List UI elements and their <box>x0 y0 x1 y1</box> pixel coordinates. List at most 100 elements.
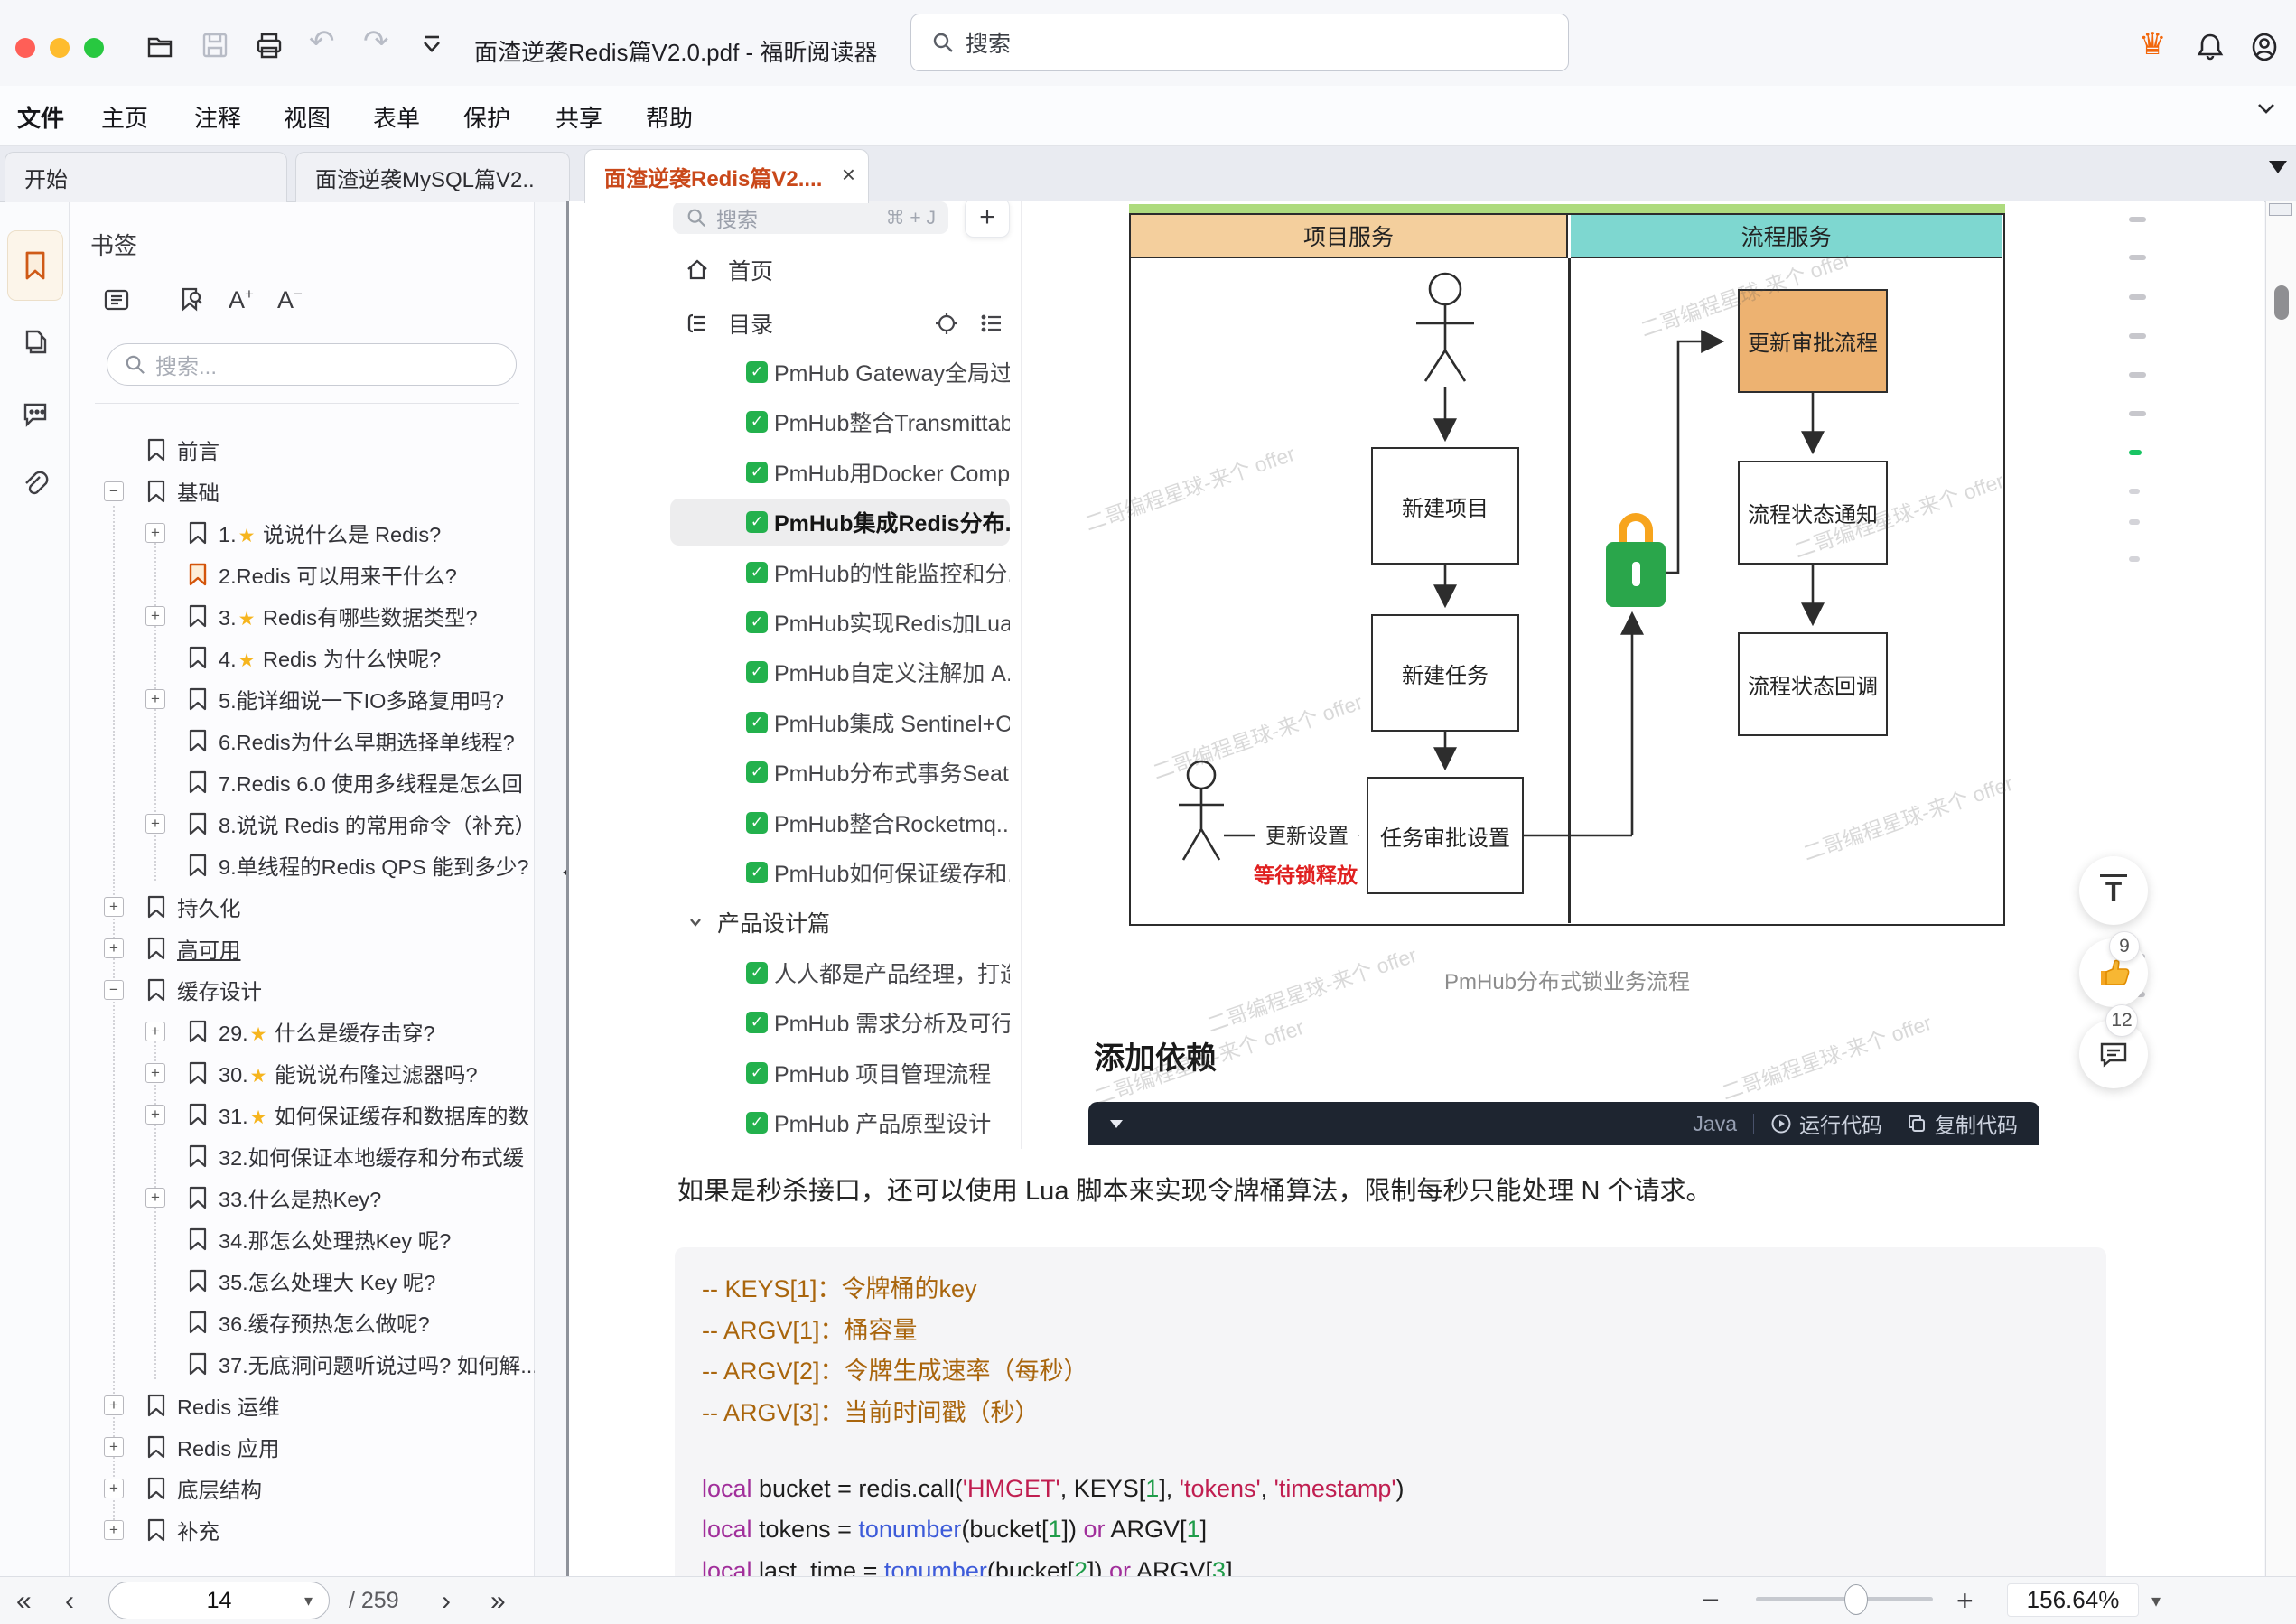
minimize-window-button[interactable] <box>50 38 70 58</box>
rail-item-attachments[interactable] <box>0 470 70 500</box>
expander-plus-icon[interactable]: + <box>104 1479 124 1498</box>
bookmark-tree-item[interactable]: +Redis 应用 <box>70 1426 535 1468</box>
notification-bell-icon[interactable] <box>2193 30 2227 64</box>
pdf-page-view[interactable]: 搜索 ⌘ + J + 首页 目录 项目服务 流程服务 <box>569 201 2264 1576</box>
bookmark-tree-item[interactable]: 7.Redis 6.0 使用多线程是怎么回 <box>70 761 535 803</box>
toc-item[interactable]: ✓PmHub集成 Sentinel+O... <box>670 699 1010 746</box>
tab-list-dropdown-icon[interactable] <box>2269 161 2287 182</box>
close-tab-icon[interactable]: × <box>841 161 855 188</box>
zoom-slider-knob[interactable] <box>1844 1584 1868 1615</box>
bookmark-tree-item[interactable]: 36.缓存预热怎么做呢? <box>70 1302 535 1343</box>
bookmark-tree-item[interactable]: +5.能详细说一下IO多路复用吗? <box>70 678 535 720</box>
bookmark-tree-item[interactable]: +持久化 <box>70 886 535 928</box>
expander-plus-icon[interactable]: + <box>104 1395 124 1415</box>
bookmark-tree-item[interactable]: 34.那怎么处理热Key 呢? <box>70 1218 535 1260</box>
zoom-level-value[interactable]: 156.64% <box>2007 1583 2139 1617</box>
toc-item[interactable]: ✓PmHub 产品原型设计 <box>670 1099 1010 1146</box>
menu-collapse-chevron-icon[interactable] <box>2253 97 2280 120</box>
scrollbar-thumb[interactable] <box>2274 285 2289 320</box>
undo-icon[interactable]: ↶ <box>309 24 335 59</box>
expander-plus-icon[interactable]: + <box>145 1188 165 1208</box>
first-page-button[interactable]: « <box>16 1585 32 1616</box>
bookmark-tree-item[interactable]: 32.如何保证本地缓存和分布式缓 <box>70 1135 535 1177</box>
bookmark-tree-item[interactable]: +30.★ 能说说布隆过滤器吗? <box>70 1052 535 1094</box>
menu-item-4[interactable]: 视图 <box>284 105 331 132</box>
run-code-button[interactable]: 运行代码 <box>1770 1108 1882 1139</box>
bookmarks-search-input[interactable]: 搜索... <box>107 343 517 386</box>
account-avatar-icon[interactable] <box>2247 30 2282 64</box>
bookmark-list-icon[interactable] <box>103 286 130 313</box>
menu-item-2[interactable]: 主页 <box>101 105 149 132</box>
expander-plus-icon[interactable]: + <box>104 1437 124 1457</box>
menu-item-5[interactable]: 表单 <box>373 105 421 132</box>
bookmark-tree-item[interactable]: +33.什么是热Key? <box>70 1177 535 1218</box>
bookmark-tree-item[interactable]: 前言 <box>70 429 535 471</box>
bookmark-tree-item[interactable]: +3.★ Redis有哪些数据类型? <box>70 595 535 637</box>
rail-item-comments[interactable] <box>0 399 70 430</box>
print-icon[interactable] <box>253 30 285 62</box>
zoom-in-button[interactable]: + <box>1956 1584 1974 1617</box>
expander-plus-icon[interactable]: + <box>145 814 165 834</box>
rail-item-bookmarks[interactable] <box>7 230 63 301</box>
expander-plus-icon[interactable]: + <box>145 1022 165 1041</box>
bookmark-tree-item[interactable]: +补充 <box>70 1509 535 1551</box>
vertical-scrollbar[interactable] <box>2265 201 2296 1576</box>
premium-crown-icon[interactable]: ♛ <box>2139 27 2167 61</box>
page-number-input[interactable]: 14 ▾ <box>108 1582 330 1619</box>
previous-page-button[interactable]: ‹ <box>65 1585 74 1616</box>
bookmark-tree-item[interactable]: +8.说说 Redis 的常用命令（补充） <box>70 803 535 845</box>
expander-plus-icon[interactable]: + <box>145 523 165 543</box>
toc-item[interactable]: ✓PmHub 项目管理流程 <box>670 1050 1010 1097</box>
expander-plus-icon[interactable]: + <box>145 689 165 709</box>
toc-item[interactable]: ✓PmHub实现Redis加Lua... <box>670 599 1010 646</box>
collapse-code-icon[interactable] <box>1110 1120 1123 1134</box>
bookmark-tree-item[interactable]: +底层结构 <box>70 1468 535 1509</box>
toc-item[interactable]: ✓PmHub 需求分析及可行... <box>670 999 1010 1046</box>
toc-item[interactable]: ✓PmHub Gateway全局过... <box>670 349 1010 396</box>
expander-plus-icon[interactable]: + <box>145 1105 165 1125</box>
toc-item[interactable]: ✓PmHub整合Rocketmq... <box>670 799 1010 846</box>
bookmark-tree-item[interactable]: 6.Redis为什么早期选择单线程? <box>70 720 535 761</box>
last-page-button[interactable]: » <box>490 1585 506 1616</box>
menu-item-3[interactable]: 注释 <box>194 105 242 132</box>
menu-item-7[interactable]: 共享 <box>555 105 603 132</box>
toc-item[interactable]: ✓人人都是产品经理，打造... <box>670 949 1010 996</box>
scroll-to-top-button[interactable]: T <box>2079 856 2148 925</box>
toc-item[interactable]: ✓PmHub自定义注解加 A... <box>670 649 1010 695</box>
bookmark-tree-item[interactable]: −基础 <box>70 471 535 512</box>
bookmark-tree-item[interactable]: 2.Redis 可以用来干什么? <box>70 554 535 595</box>
copy-code-button[interactable]: 复制代码 <box>1906 1108 2018 1139</box>
next-page-button[interactable]: › <box>442 1585 451 1616</box>
zoom-out-button[interactable]: − <box>1702 1583 1720 1618</box>
bookmark-tree-item[interactable]: 37.无底洞问题听说过吗? 如何解... <box>70 1343 535 1385</box>
document-tab-2[interactable]: 面渣逆袭MySQL篇V2.... <box>295 152 570 202</box>
document-tab-1[interactable]: 开始 <box>5 152 287 202</box>
toc-item[interactable]: ✓PmHub整合Transmittab... <box>670 398 1010 445</box>
menu-item-6[interactable]: 保护 <box>463 105 511 132</box>
expander-plus-icon[interactable]: + <box>104 938 124 958</box>
bookmark-tree-item[interactable]: +1.★ 说说什么是 Redis? <box>70 512 535 554</box>
toc-item[interactable]: ✓PmHub的性能监控和分... <box>670 549 1010 596</box>
menu-item-8[interactable]: 帮助 <box>646 105 694 132</box>
font-increase-icon[interactable]: A+ <box>229 285 254 313</box>
expander-plus-icon[interactable]: + <box>145 606 165 626</box>
page-dropdown-icon[interactable]: ▾ <box>303 1591 313 1610</box>
zoom-window-button[interactable] <box>84 38 104 58</box>
scrollbar-top-button[interactable] <box>2269 203 2292 216</box>
bookmark-tree-item[interactable]: +高可用 <box>70 928 535 969</box>
bookmark-tree-item[interactable]: +31.★ 如何保证缓存和数据库的数 <box>70 1094 535 1135</box>
bookmark-tree-item[interactable]: 9.单线程的Redis QPS 能到多少? <box>70 845 535 886</box>
save-icon[interactable] <box>200 30 230 61</box>
rail-item-pages[interactable] <box>0 327 70 358</box>
font-decrease-icon[interactable]: A− <box>276 285 303 313</box>
expander-plus-icon[interactable]: + <box>104 897 124 917</box>
zoom-dropdown-icon[interactable]: ▾ <box>2151 1591 2161 1611</box>
bookmark-tree-item[interactable]: +Redis 运维 <box>70 1385 535 1426</box>
collapse-toolbar-icon[interactable] <box>417 30 446 59</box>
bookmark-tree-item[interactable]: 4.★ Redis 为什么快呢? <box>70 637 535 678</box>
bookmark-tree-item[interactable]: 35.怎么处理大 Key 呢? <box>70 1260 535 1302</box>
toc-item[interactable]: ✓PmHub如何保证缓存和... <box>670 849 1010 896</box>
close-window-button[interactable] <box>15 38 35 58</box>
bookmark-search-icon[interactable] <box>178 286 205 313</box>
bookmark-tree-item[interactable]: −缓存设计 <box>70 969 535 1011</box>
